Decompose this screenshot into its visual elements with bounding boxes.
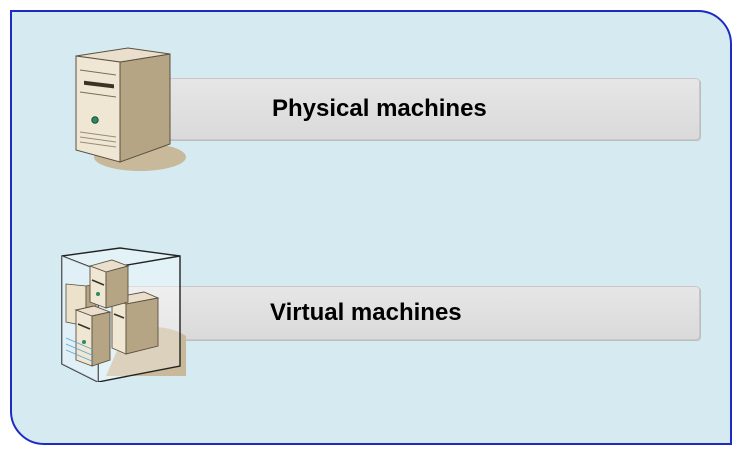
virtual-machines-label: Virtual machines <box>270 299 462 326</box>
physical-machines-bar: Physical machines <box>119 78 700 140</box>
virtual-machines-bar: Virtual machines <box>119 286 700 340</box>
virtual-servers-icon <box>61 247 186 382</box>
server-tower-icon <box>75 47 186 171</box>
physical-machines-label: Physical machines <box>272 95 487 122</box>
